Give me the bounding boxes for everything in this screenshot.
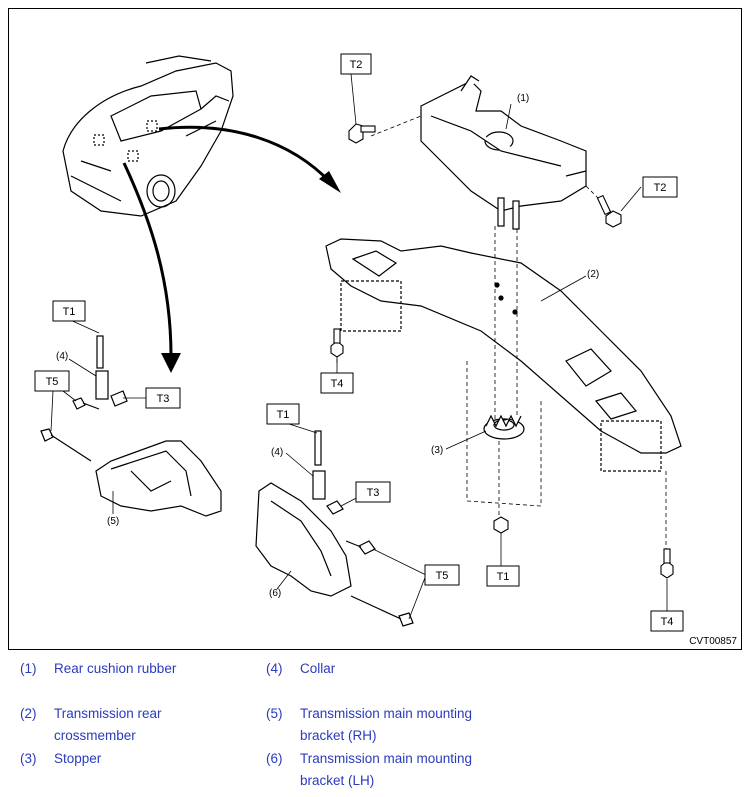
legend-number: (4) xyxy=(266,661,283,676)
torque-box-t2-right: T2 xyxy=(642,176,678,198)
vehicle-outline xyxy=(62,55,234,217)
svg-text:T5: T5 xyxy=(436,570,449,582)
part-callouts: (1) (2) (3) (4) (4) (5) (6) xyxy=(56,93,599,599)
main-mounting-bracket-lh xyxy=(255,430,414,627)
pointer-arrow-down xyxy=(122,162,173,357)
legend-label: Collar xyxy=(300,661,336,676)
svg-text:T4: T4 xyxy=(661,616,674,628)
svg-text:T3: T3 xyxy=(157,393,170,405)
callout-part-4-left: (4) xyxy=(56,351,68,362)
callout-part-2: (2) xyxy=(587,269,599,280)
callout-part-3: (3) xyxy=(431,445,443,456)
svg-text:T2: T2 xyxy=(654,182,667,194)
torque-box-t2-top: T2 xyxy=(340,53,372,75)
transmission-rear-crossmember xyxy=(325,238,682,472)
rear-cushion-rubber xyxy=(420,75,587,230)
legend-number: (6) xyxy=(266,751,283,766)
legend-label: Rear cushion rubber xyxy=(54,661,177,676)
torque-box-t1-bottom: T1 xyxy=(486,565,520,587)
torque-box-t3-left: T3 xyxy=(145,387,181,409)
legend-label: Stopper xyxy=(54,751,102,766)
legend-number: (5) xyxy=(266,706,283,721)
legend-label: Transmission rear crossmember xyxy=(54,706,162,743)
torque-label-boxes: T2 T2 T1 T5 T3 T4 xyxy=(34,53,684,632)
legend-number: (2) xyxy=(20,706,37,721)
svg-text:T5: T5 xyxy=(46,376,59,388)
svg-text:T1: T1 xyxy=(63,306,76,318)
svg-text:T2: T2 xyxy=(350,59,363,71)
figure-id-code: CVT00857 xyxy=(689,636,737,647)
right-bolts xyxy=(330,123,674,579)
legend-label: Transmission main mounting bracket (LH) xyxy=(300,751,473,788)
callout-part-1: (1) xyxy=(517,93,529,104)
svg-text:T3: T3 xyxy=(367,487,380,499)
main-mounting-bracket-rh xyxy=(40,335,222,517)
torque-box-t4-left: T4 xyxy=(320,372,354,394)
diagram-drawing: T2 T2 T1 T5 T3 T4 xyxy=(34,53,684,632)
svg-text:T1: T1 xyxy=(497,571,510,583)
exploded-diagram: T2 T2 T1 T5 T3 T4 xyxy=(8,8,742,650)
torque-box-t3-mid: T3 xyxy=(355,481,391,503)
torque-box-t4-right: T4 xyxy=(650,610,684,632)
torque-box-t1-mid: T1 xyxy=(266,403,300,425)
svg-text:T4: T4 xyxy=(331,378,344,390)
torque-box-t1-left: T1 xyxy=(52,300,86,322)
torque-box-t5-left: T5 xyxy=(34,370,70,392)
torque-box-t5-mid: T5 xyxy=(424,564,460,586)
pointer-arrow-right xyxy=(158,125,333,185)
legend-number: (3) xyxy=(20,751,37,766)
callout-part-4-mid: (4) xyxy=(271,447,283,458)
legend-number: (1) xyxy=(20,661,37,676)
svg-text:T1: T1 xyxy=(277,409,290,421)
callout-part-5: (5) xyxy=(107,516,119,527)
legend-label: Transmission main mounting bracket (RH) xyxy=(300,706,473,743)
callout-part-6: (6) xyxy=(269,588,281,599)
stopper xyxy=(483,414,525,440)
